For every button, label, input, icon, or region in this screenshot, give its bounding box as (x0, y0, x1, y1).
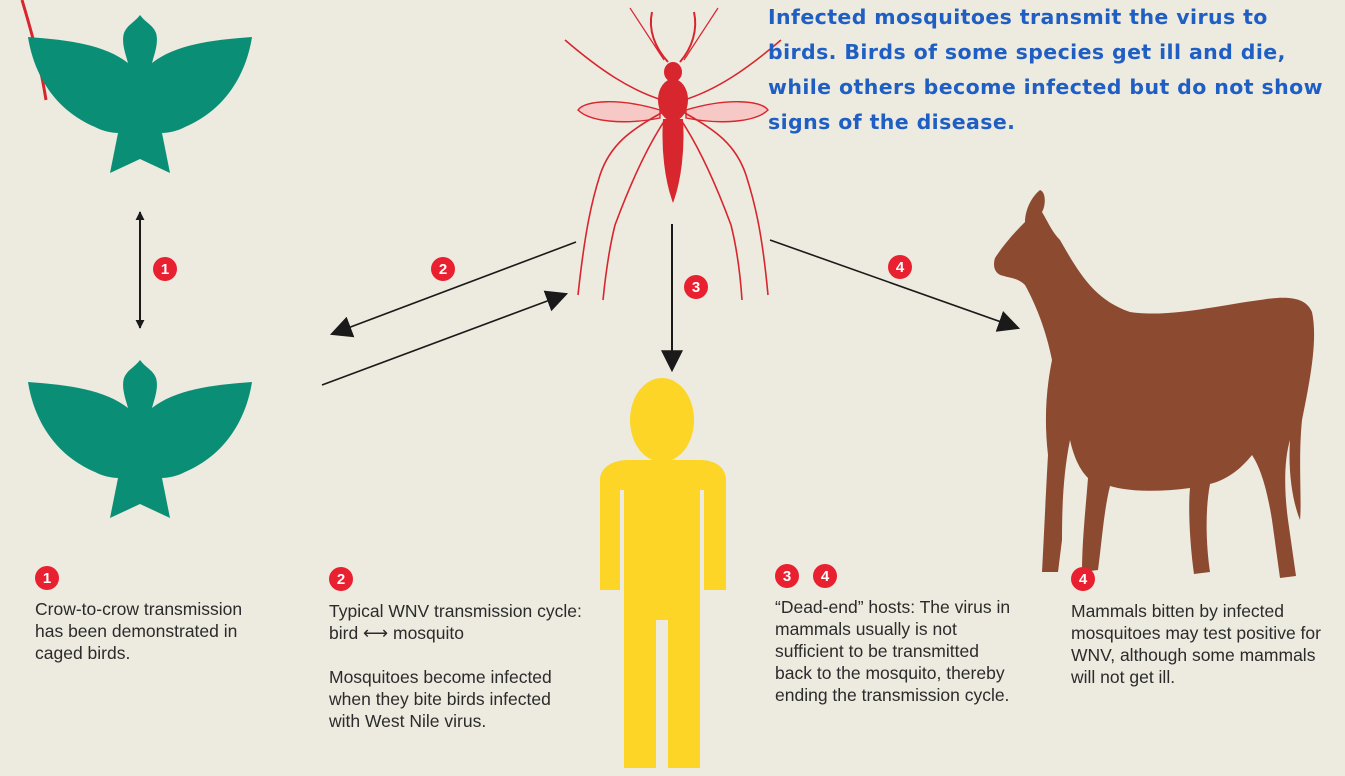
arrow-bird-to-mosquito (322, 294, 566, 385)
human-icon (600, 378, 726, 768)
caption-badge-4b: 4 (1071, 567, 1095, 591)
caption-2: Typical WNV transmission cycle: bird ⟷ m… (329, 600, 584, 732)
horse-icon (994, 190, 1314, 578)
caption-4: Mammals bitten by infected mosquitoes ma… (1071, 600, 1331, 688)
caption-2a-text: Typical WNV transmission cycle: bird ⟷ m… (329, 600, 584, 644)
caption-34: “Dead-end” hosts: The virus in mammals u… (775, 596, 1020, 706)
caption-badge-4: 4 (813, 564, 837, 588)
caption-badge-2: 2 (329, 567, 353, 591)
caption-4-text: Mammals bitten by infected mosquitoes ma… (1071, 600, 1331, 688)
caption-34-text: “Dead-end” hosts: The virus in mammals u… (775, 596, 1020, 706)
bird-icon (28, 15, 252, 173)
caption-badge-1: 1 (35, 566, 59, 590)
caption-2b-text: Mosquitoes become infected when they bit… (329, 666, 584, 732)
caption-1-text: Crow-to-crow transmission has been demon… (35, 598, 255, 664)
badge-3: 3 (684, 275, 708, 299)
arrow-mosquito-to-bird (332, 242, 576, 334)
caption-1: Crow-to-crow transmission has been demon… (35, 598, 255, 664)
headline-text: Infected mosquitoes transmit the virus t… (768, 0, 1338, 140)
badge-4: 4 (888, 255, 912, 279)
badge-1: 1 (153, 257, 177, 281)
arrow-mosquito-to-horse (770, 240, 1018, 328)
caption-badge-3: 3 (775, 564, 799, 588)
bird-icon (28, 360, 252, 518)
badge-2: 2 (431, 257, 455, 281)
